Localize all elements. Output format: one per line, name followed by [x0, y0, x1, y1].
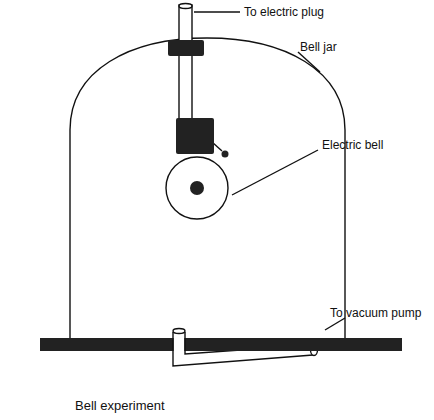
figure-caption: Bell experiment	[75, 399, 165, 413]
bell-jar-outline	[70, 38, 345, 340]
bell-center-knob	[190, 181, 204, 195]
bell-gong	[166, 157, 228, 219]
bell-striker	[222, 151, 229, 158]
bell-electromagnet	[176, 118, 214, 154]
jar-label: Bell jar	[300, 40, 337, 54]
rubber-stopper	[168, 40, 204, 56]
leader-line	[232, 150, 318, 195]
wire-tube	[179, 5, 192, 120]
plug-label: To electric plug	[244, 5, 324, 19]
leader-line	[298, 52, 320, 72]
pipe-through-plate	[174, 338, 185, 351]
bell-label: Electric bell	[322, 138, 383, 152]
pump-label: To vacuum pump	[330, 306, 421, 320]
leader-line	[194, 11, 240, 12]
pipe-opening	[173, 329, 185, 334]
base-plate	[40, 338, 402, 351]
tube-end	[179, 4, 192, 9]
